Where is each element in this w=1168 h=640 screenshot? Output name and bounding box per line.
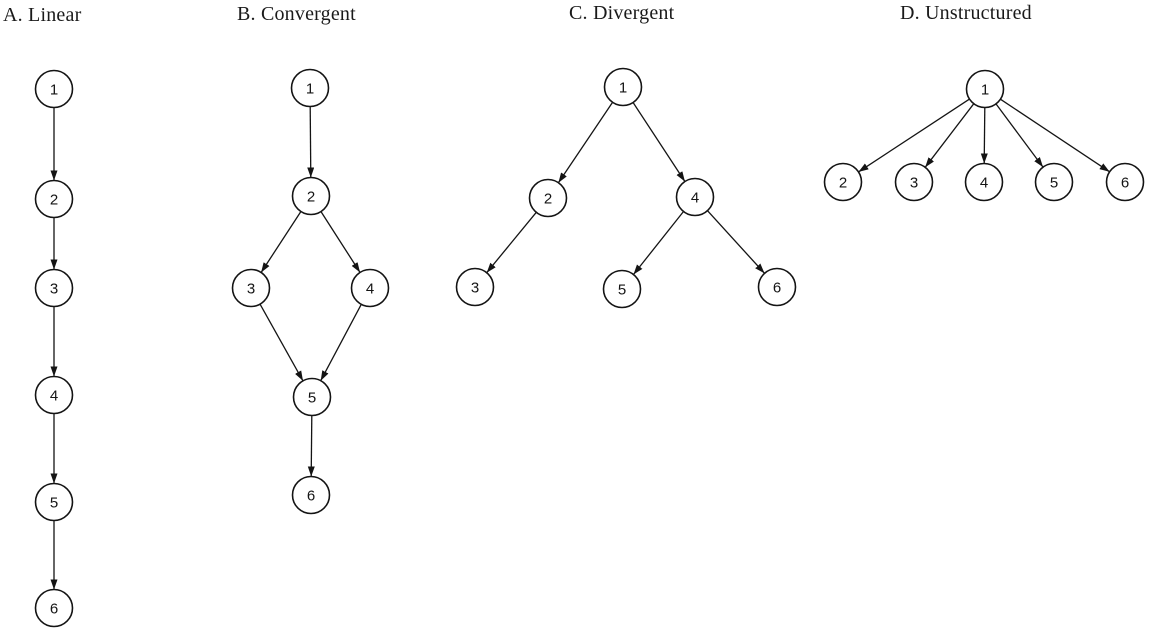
node-label-unstructured-2: 2 [839,174,847,191]
edge-divergent-4-6 [707,210,765,274]
node-label-convergent-4: 4 [366,280,374,297]
panel-linear: 1 2 3 4 5 6 [34,69,74,628]
node-divergent-1 [603,67,643,107]
edge-unstructured-1-2 [858,98,970,173]
node-unstructured-4 [964,162,1004,202]
node-label-linear-4: 4 [50,387,58,404]
node-divergent-3 [455,267,495,307]
node-label-divergent-1: 1 [619,79,627,96]
node-label-linear-1: 1 [50,81,58,98]
edge-divergent-2-3 [486,211,537,274]
panel-convergent: 1 2 3 4 5 6 [231,68,390,515]
edge-convergent-5-6 [307,415,315,477]
node-convergent-4 [350,268,390,308]
node-convergent-1 [290,68,330,108]
node-unstructured-6 [1105,162,1145,202]
node-linear-1 [34,69,74,109]
panel-unstructured: 1 2 3 4 5 6 [823,69,1145,202]
edge-convergent-2-4 [320,211,361,273]
node-convergent-2 [291,176,331,216]
node-label-linear-5: 5 [50,494,58,511]
panel-title-divergent: C. Divergent [569,2,675,24]
edge-convergent-3-5 [259,303,304,382]
node-linear-4 [34,375,74,415]
node-label-unstructured-4: 4 [980,174,988,191]
node-label-convergent-5: 5 [308,389,316,406]
node-label-divergent-4: 4 [691,189,699,206]
edge-unstructured-1-3 [924,103,975,168]
edge-divergent-1-2 [557,101,614,184]
node-convergent-6 [291,475,331,515]
node-convergent-5 [292,377,332,417]
panel-title-unstructured: D. Unstructured [900,2,1032,24]
node-label-convergent-3: 3 [247,280,255,297]
node-divergent-2 [528,178,568,218]
edge-unstructured-1-5 [995,103,1044,168]
node-unstructured-5 [1034,162,1074,202]
edge-unstructured-1-4 [980,107,988,164]
node-label-linear-3: 3 [50,280,58,297]
node-convergent-3 [231,268,271,308]
node-label-unstructured-3: 3 [910,174,918,191]
node-label-unstructured-1: 1 [981,81,989,98]
node-linear-3 [34,268,74,308]
node-unstructured-3 [894,162,934,202]
node-linear-6 [34,588,74,628]
node-label-unstructured-6: 6 [1121,174,1129,191]
panel-title-linear: A. Linear [3,4,82,26]
node-label-unstructured-5: 5 [1050,174,1058,191]
node-label-divergent-6: 6 [773,279,781,296]
edge-convergent-2-3 [260,211,302,273]
node-label-convergent-1: 1 [306,80,314,97]
node-label-divergent-3: 3 [471,279,479,296]
panel-title-convergent: B. Convergent [237,3,356,25]
node-label-convergent-6: 6 [307,487,315,504]
node-label-divergent-5: 5 [618,281,626,298]
edge-convergent-4-5 [320,303,362,382]
node-divergent-6 [757,267,797,307]
node-label-convergent-2: 2 [307,188,315,205]
node-label-divergent-2: 2 [544,190,552,207]
node-linear-2 [34,179,74,219]
node-label-linear-2: 2 [50,191,58,208]
node-unstructured-2 [823,162,863,202]
node-divergent-5 [602,269,642,309]
edge-divergent-1-4 [632,102,686,182]
edge-convergent-1-2 [307,106,315,178]
node-label-linear-6: 6 [50,600,58,617]
node-unstructured-1 [965,69,1005,109]
node-divergent-4 [675,177,715,217]
edge-unstructured-1-6 [1000,98,1110,173]
edge-divergent-4-5 [632,211,685,275]
node-linear-5 [34,482,74,522]
panel-divergent: 1 2 3 4 5 6 [455,67,797,309]
